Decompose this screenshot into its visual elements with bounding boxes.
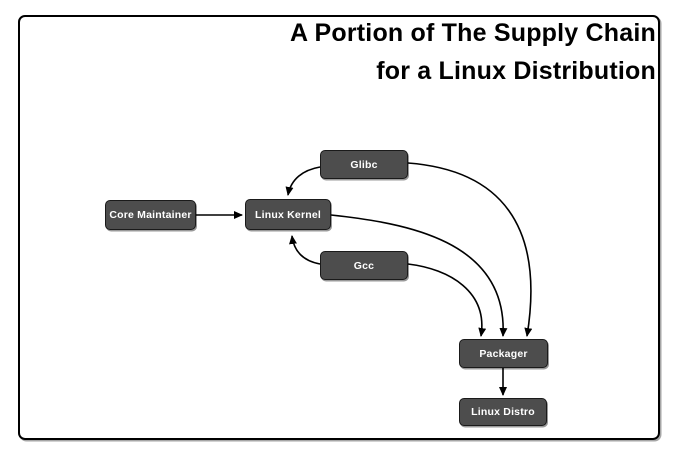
node-core-maintainer-label: Core Maintainer bbox=[109, 209, 192, 221]
diagram-title: A Portion of The Supply Chain for a Linu… bbox=[290, 14, 656, 90]
node-core-maintainer: Core Maintainer bbox=[105, 200, 196, 230]
node-linux-distro: Linux Distro bbox=[459, 398, 547, 426]
node-glibc: Glibc bbox=[320, 150, 408, 179]
node-gcc-label: Gcc bbox=[353, 259, 375, 272]
diagram-frame bbox=[18, 15, 660, 440]
edge-gcc-to-packager bbox=[407, 263, 487, 337]
node-linux-distro-label: Linux Distro bbox=[471, 406, 535, 418]
node-linux-kernel: Linux Kernel bbox=[245, 199, 331, 230]
edge-glibc-to-packager bbox=[407, 162, 533, 337]
edge-linux-kernel-to-packager bbox=[330, 214, 508, 337]
node-gcc: Gcc bbox=[320, 251, 408, 280]
title-line-2: for a Linux Distribution bbox=[376, 57, 656, 85]
edge-gcc-to-linux-kernel bbox=[289, 235, 321, 265]
edge-glibc-to-linux-kernel bbox=[285, 166, 321, 196]
node-packager-label: Packager bbox=[479, 347, 528, 360]
node-linux-kernel-label: Linux Kernel bbox=[255, 208, 321, 221]
node-glibc-label: Glibc bbox=[350, 158, 378, 171]
node-packager: Packager bbox=[459, 339, 548, 368]
title-line-1: A Portion of The Supply Chain bbox=[290, 19, 656, 47]
